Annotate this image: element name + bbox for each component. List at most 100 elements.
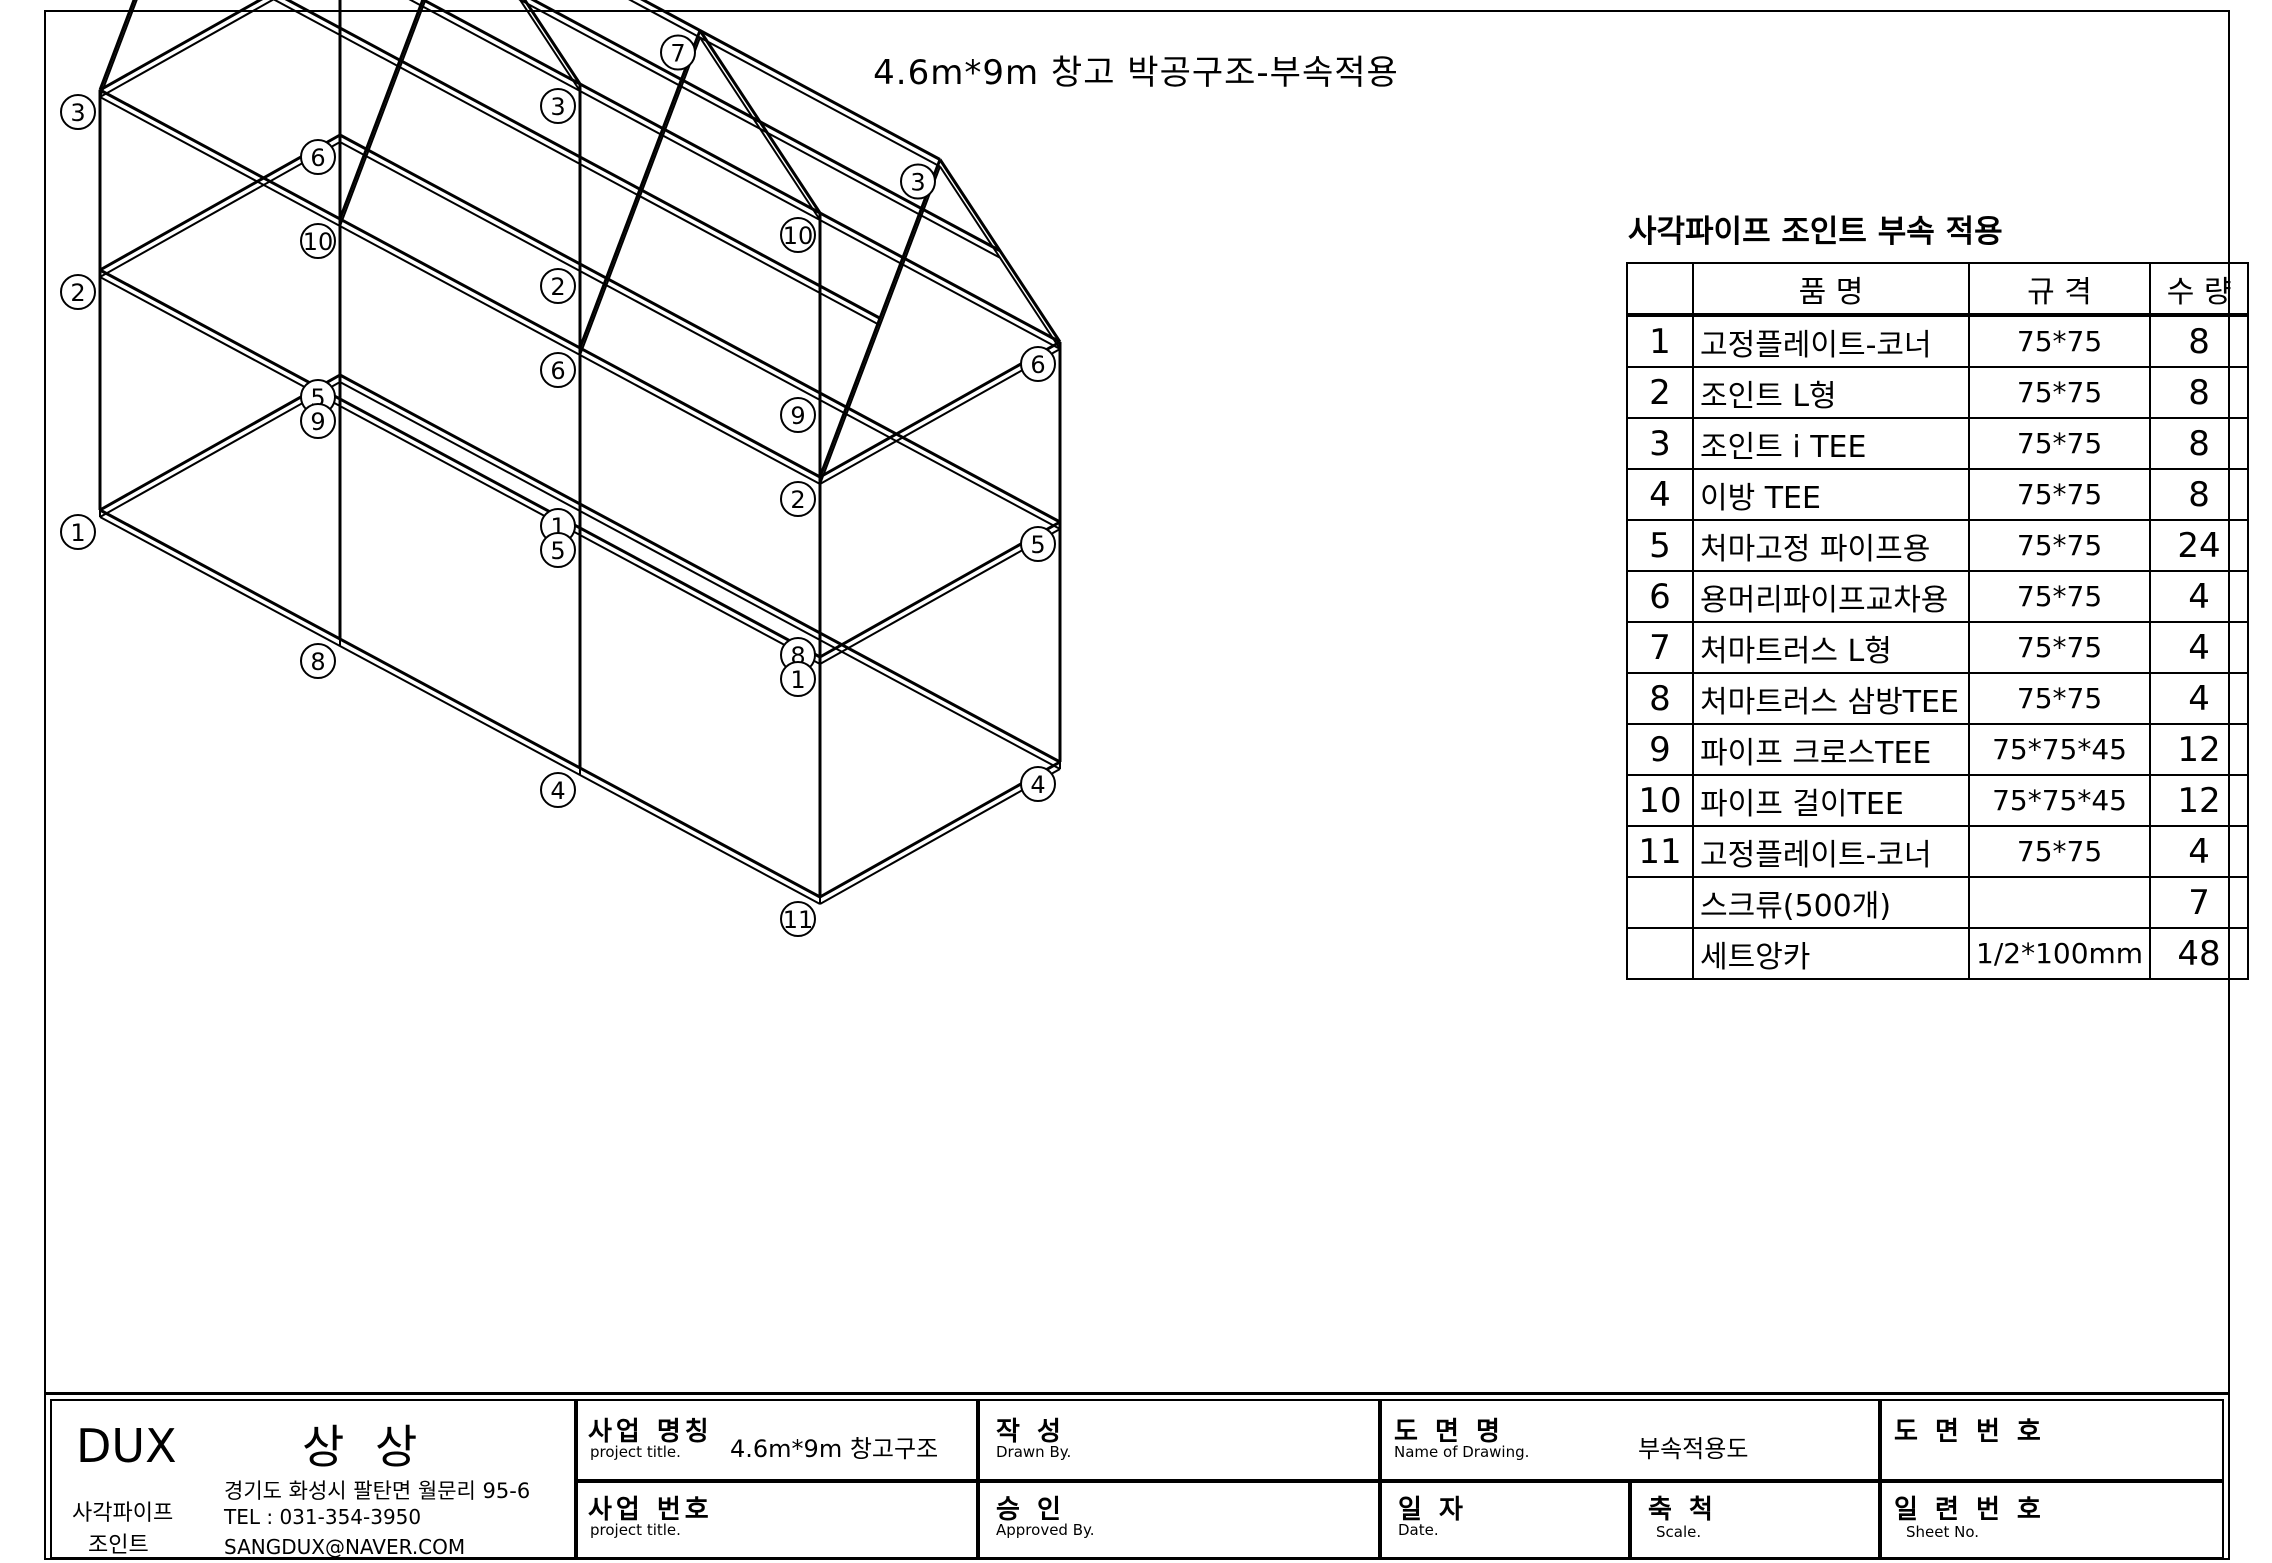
end-girt — [819, 760, 1061, 899]
bom-item-number: 9 — [1626, 723, 1694, 776]
bom-item-name: 처마트러스 L형 — [1692, 621, 1970, 674]
svg-text:2: 2 — [70, 279, 85, 307]
bom-item-qty: 8 — [2149, 366, 2250, 419]
rafter-edge — [339, 0, 427, 227]
bom-header-row: 품 명 규 격 수 량 — [1626, 262, 2250, 317]
part-callout: 8 — [300, 643, 336, 679]
end-girt-edge — [99, 381, 341, 518]
part-callout: 9 — [780, 397, 816, 433]
svg-text:6: 6 — [1030, 351, 1045, 379]
bom-header-name: 품 명 — [1692, 262, 1970, 317]
product-line-2: 조인트 — [88, 1533, 149, 1558]
svg-text:4: 4 — [550, 777, 565, 805]
purlin — [640, 0, 941, 161]
part-callout: 4 — [540, 772, 576, 808]
bom-header-no — [1626, 262, 1694, 317]
part-callout: 5 — [1020, 526, 1056, 562]
end-girt-edge — [819, 348, 1061, 485]
svg-text:7: 7 — [670, 40, 685, 68]
end-girt — [819, 340, 1061, 479]
company-korean-name: 상 상 — [302, 1420, 426, 1474]
bom-row: 스크류(500개)7 — [1626, 876, 2250, 929]
part-callout: 3 — [60, 94, 96, 130]
part-callout: 2 — [780, 481, 816, 517]
drawing-name-sub: Name of Drawing. — [1394, 1443, 1530, 1461]
bom-item-qty: 8 — [2149, 468, 2250, 521]
svg-text:2: 2 — [550, 273, 565, 301]
project-number-cell: 사업 번호 project title. — [576, 1481, 978, 1559]
part-callout: 6 — [540, 352, 576, 388]
end-girt — [99, 373, 341, 512]
end-girt-edge — [819, 768, 1061, 905]
back-girt-edge — [408, 0, 1061, 350]
project-name-cell: 사업 명칭 project title. 4.6m*9m 창고구조 — [576, 1399, 978, 1481]
bom-item-qty: 4 — [2149, 621, 2250, 674]
bom-item-spec: 75*75 — [1967, 417, 2152, 470]
bom-item-spec: 75*75 — [1967, 468, 2152, 521]
sheet-number-cell: 일 련 번 호 Sheet No. — [1880, 1481, 2224, 1559]
rafter — [98, 0, 136, 91]
bom-item-number: 10 — [1626, 774, 1694, 827]
bom-item-qty: 12 — [2149, 723, 2250, 776]
bom-item-number: 1 — [1626, 314, 1694, 368]
drawn-by-cell: 작 성 Drawn By. — [978, 1399, 1380, 1481]
svg-text:9: 9 — [310, 408, 325, 436]
purlin — [284, 0, 881, 320]
bom-item-spec: 75*75 — [1967, 314, 2152, 368]
project-name-label: 사업 명칭 — [588, 1417, 713, 1447]
part-callout: 5 — [540, 532, 576, 568]
bom-item-name: 파이프 크로스TEE — [1692, 723, 1970, 776]
bom-item-spec: 75*75 — [1967, 621, 2152, 674]
approved-by-cell: 승 인 Approved By. — [978, 1481, 1380, 1559]
back-girt-edge — [339, 381, 1061, 770]
bom-item-qty: 8 — [2149, 314, 2250, 368]
end-girt-edge — [99, 0, 275, 98]
sheet-number-label: 일 련 번 호 — [1894, 1495, 2045, 1525]
purlin-edge — [272, 0, 881, 327]
bom-header-spec: 규 격 — [1967, 262, 2152, 317]
drawing-name-value: 부속적용도 — [1638, 1435, 1749, 1463]
approved-by-sub: Approved By. — [996, 1521, 1095, 1539]
front-girt-edge — [99, 276, 821, 665]
part-callout: 6 — [300, 139, 336, 175]
bom-item-spec: 75*75*45 — [1967, 774, 2152, 827]
svg-text:8: 8 — [310, 648, 325, 676]
project-number-label: 사업 번호 — [588, 1495, 713, 1525]
part-callout: 7 — [660, 34, 696, 71]
date-sub: Date. — [1398, 1521, 1439, 1539]
bom-item-name: 처마트러스 삼방TEE — [1692, 672, 1970, 725]
company-tel: TEL : 031-354-3950 — [224, 1505, 422, 1529]
bom-item-number: 11 — [1626, 825, 1694, 878]
svg-text:1: 1 — [70, 519, 85, 547]
bom-item-spec: 1/2*100mm — [1967, 927, 2152, 980]
scale-cell: 축 척 Scale. — [1630, 1481, 1880, 1559]
svg-text:6: 6 — [550, 357, 565, 385]
svg-text:10: 10 — [783, 222, 814, 250]
bom-item-number: 2 — [1626, 366, 1694, 419]
part-callout: 4 — [1020, 766, 1056, 802]
bom-item-qty: 4 — [2149, 570, 2250, 623]
part-callout: 1 — [780, 661, 816, 697]
front-girt — [99, 268, 821, 659]
bom-item-number: 6 — [1626, 570, 1694, 623]
purlin-edge — [518, 0, 1001, 259]
bom-item-name: 고정플레이트-코너 — [1692, 314, 1970, 368]
bom-item-number: 7 — [1626, 621, 1694, 674]
bom-item-qty: 4 — [2149, 825, 2250, 878]
svg-text:10: 10 — [303, 228, 334, 256]
company-logo-text: DUX — [76, 1419, 177, 1473]
svg-text:9: 9 — [790, 402, 805, 430]
end-girt-edge — [99, 141, 341, 278]
svg-text:11: 11 — [783, 906, 814, 934]
bom-item-name: 파이프 걸이TEE — [1692, 774, 1970, 827]
drawing-number-label: 도 면 번 호 — [1894, 1417, 2045, 1447]
part-callout: 11 — [780, 901, 816, 937]
